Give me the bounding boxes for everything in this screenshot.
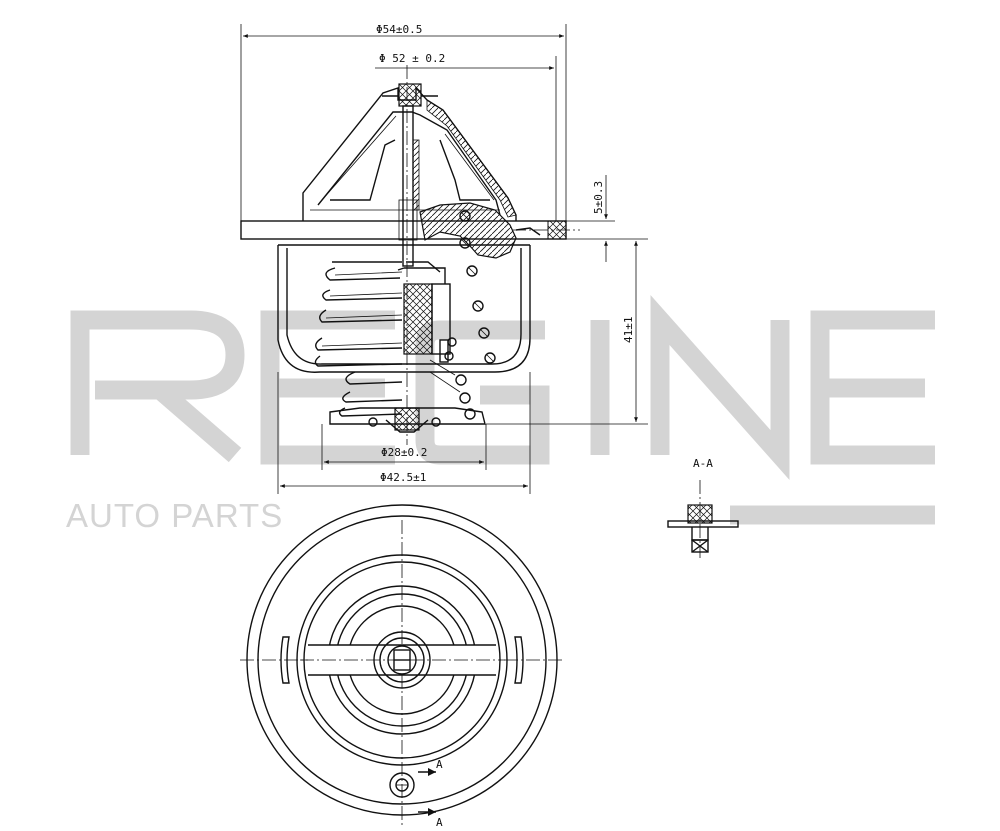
dim-overall-height: 41±1 [622,317,635,344]
dim-outer-flange-diameter: Φ54±0.5 [376,23,422,36]
main-spring [314,210,496,367]
bypass-disc [329,407,486,425]
dim-body-diameter: Φ42.5±1 [380,471,426,484]
dim-seat-diameter: Φ 52 ± 0.2 [379,52,445,65]
valve-seat [419,202,517,259]
section-marker-top: A [436,758,443,771]
thermostat-side-view [240,65,580,445]
watermark-logo [70,295,935,525]
section-marker-bottom: A [436,816,443,829]
flange-outer-circle [246,504,558,816]
thermostat-plan-view [240,504,565,828]
bypass-spring [338,337,476,420]
top-nut [398,83,422,107]
piston-rod [402,105,414,267]
bridge-outer [302,86,517,221]
watermark-subtitle: AUTO PARTS [66,497,283,534]
dim-valve-diameter: Φ28±0.2 [381,446,427,459]
section-title: A-A [693,457,713,470]
body-cup [277,245,531,373]
section-aa-detail [667,480,739,558]
wax-element [403,283,433,355]
dimension-lines [240,24,648,494]
dim-flange-thickness: 5±0.3 [592,181,605,214]
